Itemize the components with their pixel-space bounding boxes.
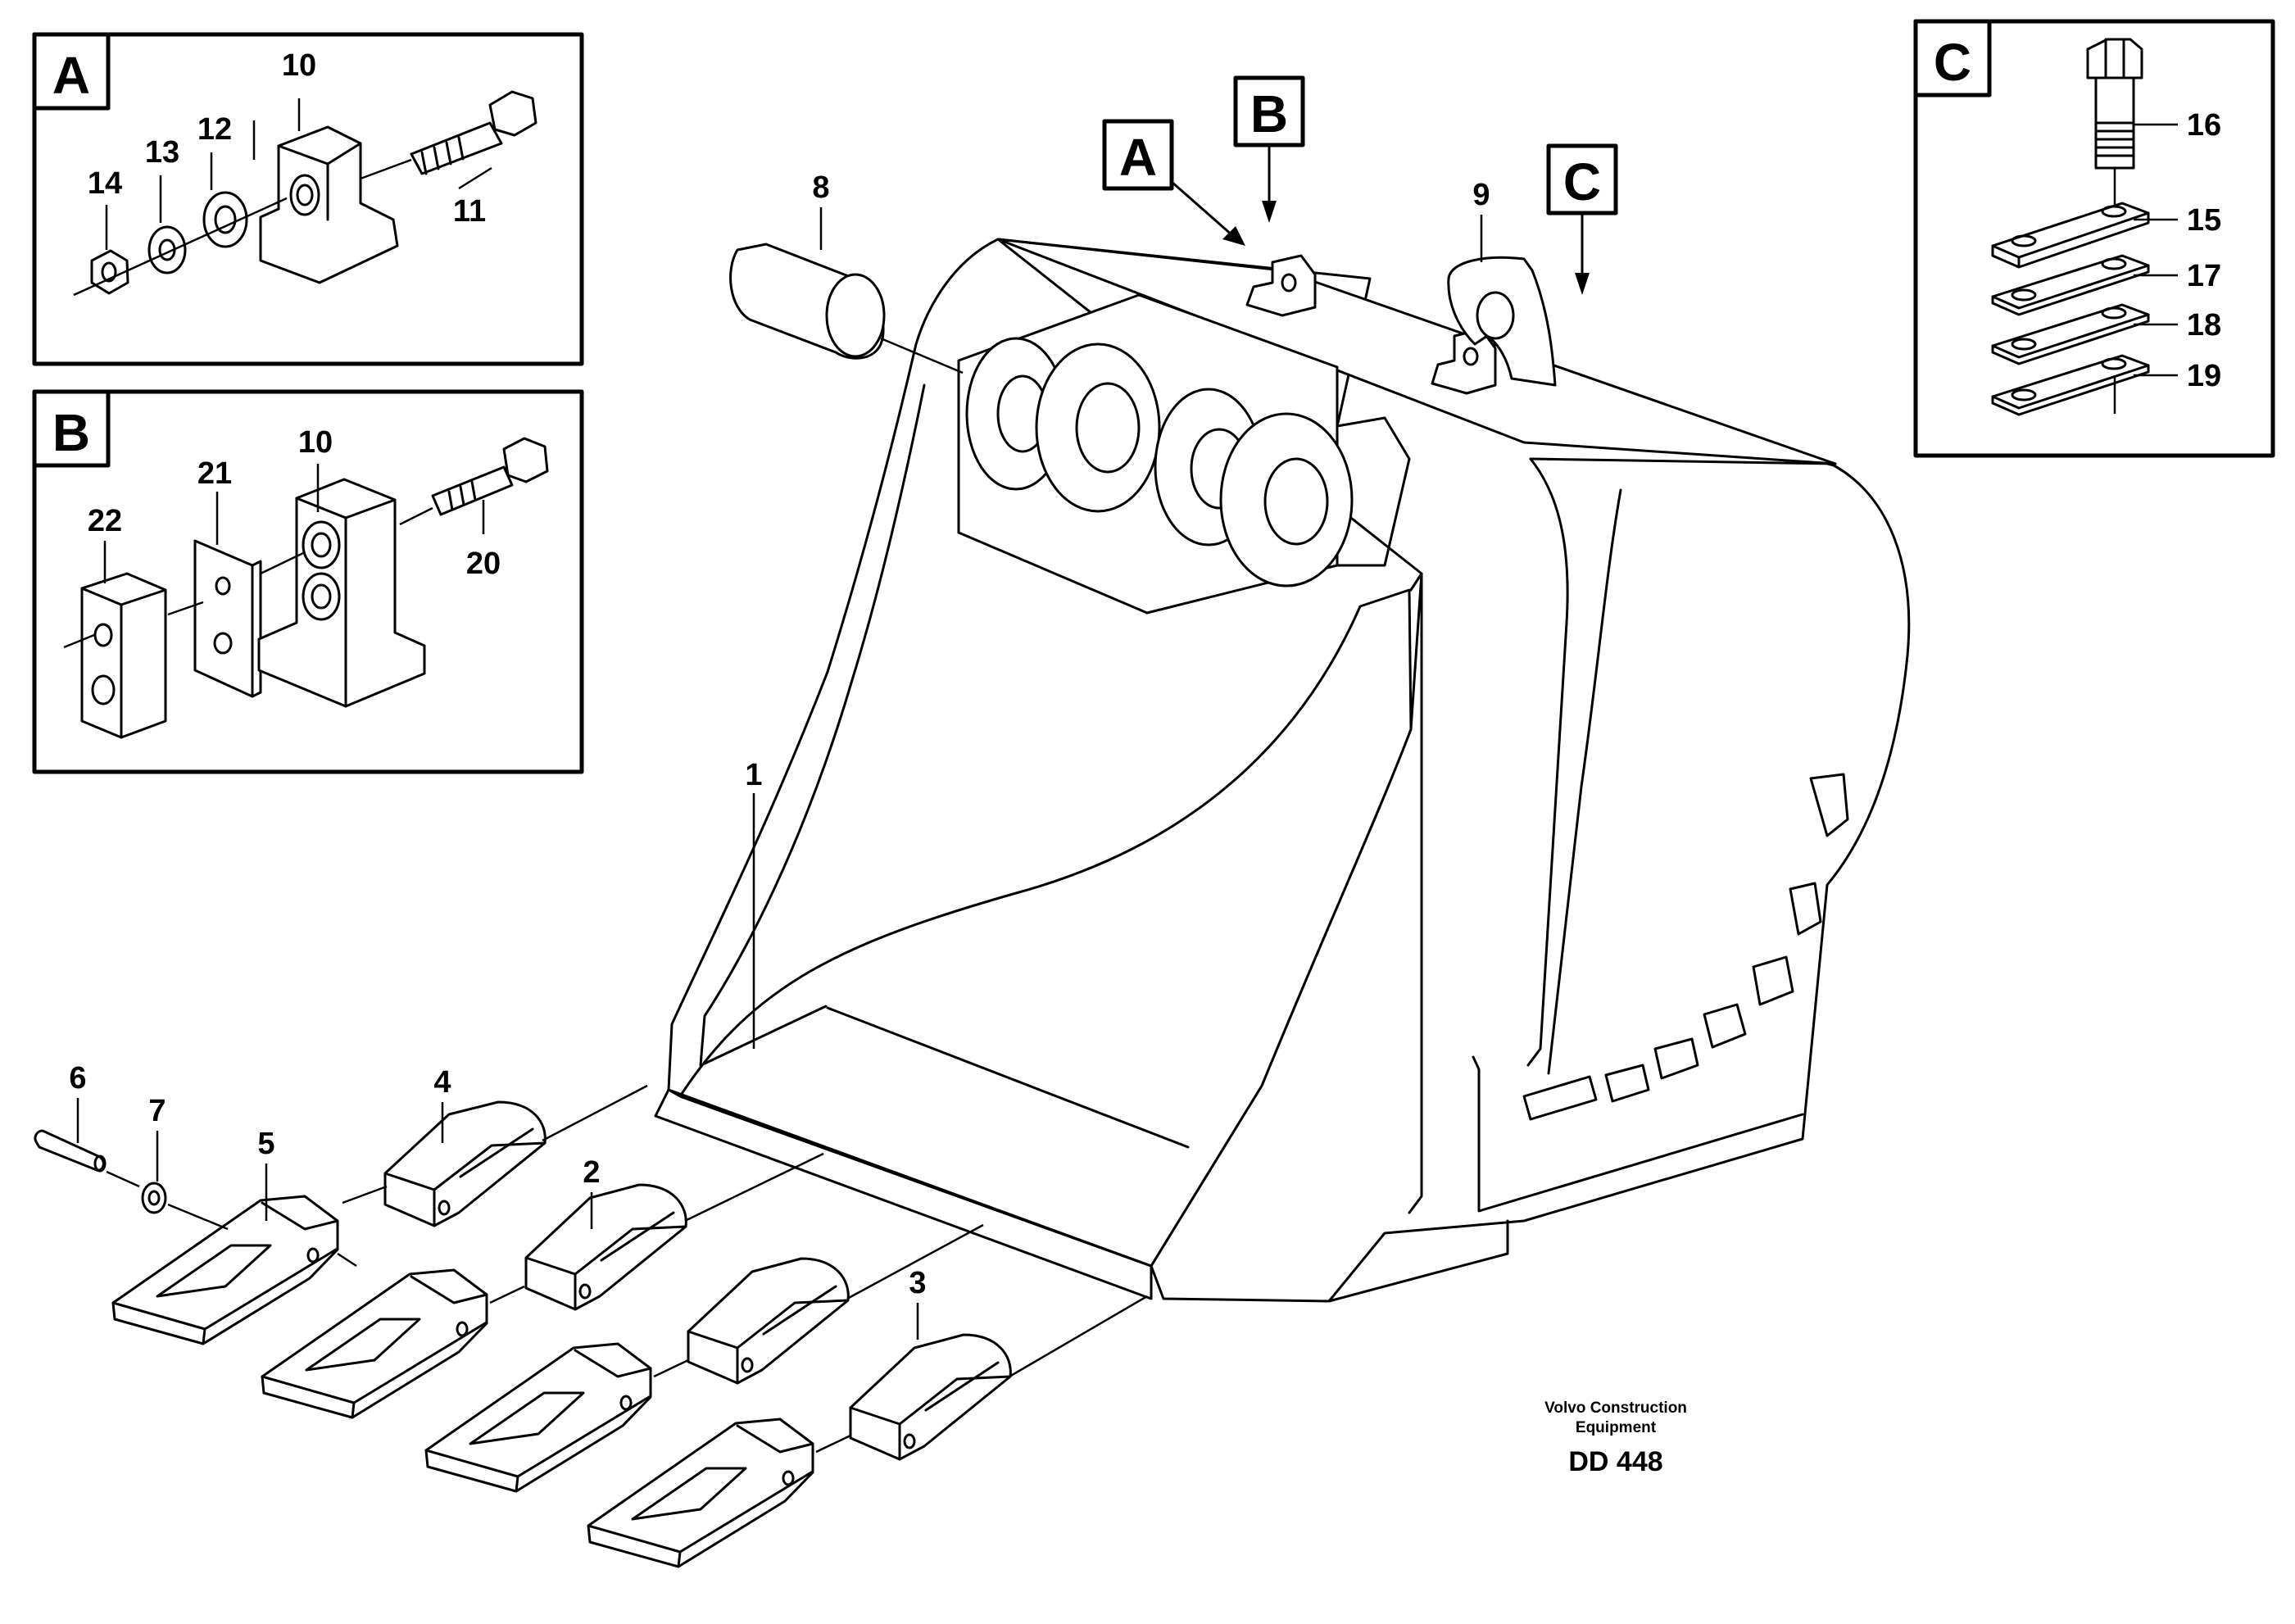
credit-line-2: Equipment [1576,1419,1657,1436]
label-3: 3 [909,1266,926,1300]
adapter-3 [687,1257,850,1385]
inset-c: C [1913,19,2275,458]
inset-b-bolt-20 [431,437,549,516]
label-a-10: 10 [282,48,316,83]
label-c-18: 18 [2187,308,2221,342]
inset-b-block-22 [80,572,167,739]
inset-b: B 10 20 21 22 [32,389,584,774]
inset-c-plate-18 [1991,303,2150,365]
callout-b-letter: B [1250,84,1288,143]
inset-a-washer-13 [147,225,187,274]
inset-a-clamp [259,125,399,284]
adapter-2 [524,1183,687,1311]
label-2: 2 [583,1155,600,1190]
label-b-20: 20 [466,547,501,581]
tooth-2 [261,1268,488,1419]
boss-2 [1035,342,1161,513]
tooth-3 [424,1342,652,1493]
inset-c-letter: C [1934,33,1971,92]
inset-b-clamp [257,478,426,708]
label-5: 5 [257,1127,274,1161]
drawing-credit: Volvo Construction Equipment DD 448 [1544,1399,1687,1477]
tooth-4 [587,1418,814,1568]
bucket-hinge-bosses [957,293,1411,615]
label-9: 9 [1472,178,1490,212]
inset-a: A 10 11 12 13 14 [32,32,584,366]
part-8-pin [729,243,964,374]
inset-b-letter: B [52,403,90,462]
tooth-1 [111,1195,339,1345]
callout-c-letter: C [1563,152,1601,211]
rim-clamp-a [1245,254,1317,317]
part-7-retainer [141,1182,167,1214]
label-8: 8 [812,170,829,205]
label-c-17: 17 [2187,259,2221,293]
inset-c-bolt-16 [2086,38,2143,205]
assembly-lines [106,1084,1148,1454]
inset-a-bolt [410,90,537,175]
adapter-1 [383,1100,547,1227]
inset-a-axis [73,158,412,297]
credit-line-1: Volvo Construction [1544,1399,1687,1417]
part-6-pin [34,1129,107,1173]
callout-c: C [1546,143,1618,295]
callout-b: B [1233,75,1305,223]
callout-a-letter: A [1119,128,1157,187]
label-a-14: 14 [88,166,122,201]
label-a-11: 11 [453,194,486,229]
label-c-19: 19 [2187,359,2221,393]
label-b-22: 22 [88,504,122,538]
callout-a: A [1102,119,1245,246]
label-7: 7 [148,1094,166,1128]
inset-c-plate-15 [1991,202,2150,269]
inset-a-letter: A [52,46,90,105]
label-c-16: 16 [2187,108,2221,143]
label-6: 6 [69,1061,86,1096]
label-b-21: 21 [197,456,232,491]
label-1: 1 [745,758,762,792]
label-c-15: 15 [2187,203,2221,238]
boss-4 [1219,412,1354,587]
inset-c-plate-19 [1991,354,2150,416]
inset-a-washer-12 [202,191,248,248]
inset-c-plate-17 [1991,254,2150,316]
label-a-13: 13 [145,135,179,170]
part-9-lifting-eye [1447,256,1557,387]
label-b-10: 10 [298,425,333,460]
inset-b-shim-21 [193,539,262,698]
adapter-4 [849,1333,1012,1461]
label-4: 4 [433,1065,451,1100]
label-a-12: 12 [197,112,232,147]
drawing-code: DD 448 [1568,1446,1662,1477]
